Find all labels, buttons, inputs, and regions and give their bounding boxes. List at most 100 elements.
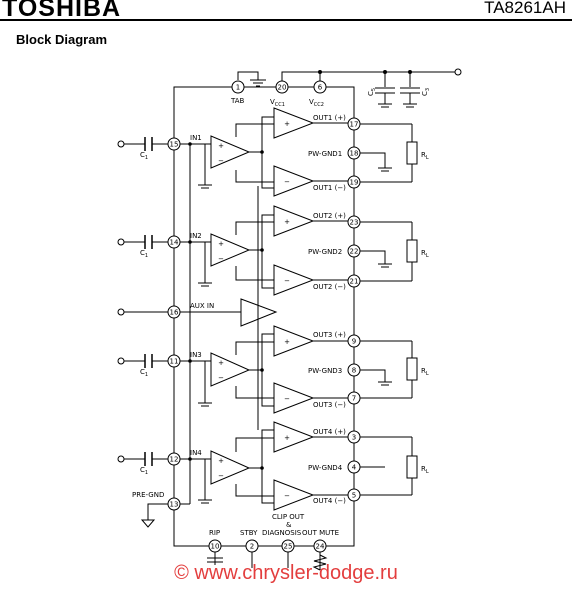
pwgnd2-label: PW-GND2 — [308, 248, 342, 256]
section-title: Block Diagram — [16, 32, 108, 47]
in3-label: IN3 — [190, 351, 202, 359]
pin-vcc1 — [275, 80, 289, 94]
out3m-label: OUT3 (−) — [313, 401, 346, 409]
pwgnd1-label: PW-GND1 — [308, 150, 342, 158]
pin-out2p — [347, 215, 361, 229]
pin-number: 1 — [236, 84, 240, 92]
pin-vcc2 — [313, 80, 327, 94]
amp-polarity-mark: CC2 — [314, 102, 324, 108]
pin-in2 — [167, 235, 181, 249]
pin-rip — [208, 539, 222, 553]
terminal-aux — [117, 308, 125, 316]
pin-pwgnd2 — [347, 244, 361, 258]
amp-polarity-mark: C — [140, 368, 145, 376]
vcc1-label: VCC1 — [270, 98, 285, 108]
amp-polarity-mark: − — [284, 178, 290, 186]
amp-polarity-mark: + — [284, 338, 290, 346]
pin-number: 6 — [318, 84, 323, 92]
in4-label: IN4 — [190, 449, 202, 457]
amp-polarity-mark: − — [284, 277, 290, 285]
c1-label: C1 — [140, 466, 148, 476]
rip-label: RIP — [209, 529, 220, 537]
c3-label: C3 — [421, 88, 431, 96]
pin-number: 19 — [350, 179, 359, 187]
load-resistor-1 — [406, 141, 418, 165]
amp-polarity-mark: + — [284, 120, 290, 128]
amp-polarity-mark: L — [426, 371, 429, 377]
rl-label: RL — [421, 249, 429, 259]
pwgnd3-label: PW-GND3 — [308, 367, 342, 375]
pin-in1 — [167, 137, 181, 151]
pin-number: 16 — [170, 309, 179, 317]
pin-number: 17 — [350, 121, 359, 129]
pin-number: 3 — [352, 434, 356, 442]
clip-label-1: CLIP OUT — [272, 513, 305, 521]
amp-polarity-mark: − — [218, 374, 224, 382]
pin-out1m — [347, 175, 361, 189]
pin-number: 13 — [170, 501, 179, 509]
pin-out3m — [347, 391, 361, 405]
out2m-label: OUT2 (−) — [313, 283, 346, 291]
amp-polarity-mark: C — [367, 91, 375, 96]
pin-in4 — [167, 452, 181, 466]
amp-polarity-mark: CC1 — [275, 102, 285, 108]
amp-polarity-mark: + — [218, 240, 224, 248]
amp-polarity-mark: 1 — [145, 155, 148, 161]
amp-polarity-mark: + — [218, 457, 224, 465]
load-resistor-3 — [406, 357, 418, 381]
load-resistor-4 — [406, 455, 418, 479]
pin-number: 8 — [352, 367, 356, 375]
clip-label-3: DIAGNOSIS — [262, 529, 302, 537]
rl-label: RL — [421, 465, 429, 475]
pin-number: 10 — [211, 543, 220, 551]
brand-logo: TOSHIBA — [2, 0, 122, 22]
in2-label: IN2 — [190, 232, 202, 240]
pin-clip — [281, 539, 295, 553]
pin-pwgnd1 — [347, 146, 361, 160]
header-rule — [0, 19, 572, 21]
terminal-in2 — [117, 238, 125, 246]
amp-polarity-mark: C — [140, 466, 145, 474]
out2p-label: OUT2 (+) — [313, 212, 346, 220]
pin-aux — [167, 305, 181, 319]
preamp-1 — [210, 135, 251, 169]
amp-polarity-mark: 1 — [145, 470, 148, 476]
rl-label: RL — [421, 151, 429, 161]
amp-polarity-mark: 5 — [371, 88, 377, 91]
pin-in3 — [167, 354, 181, 368]
amp-polarity-mark: C — [421, 91, 429, 96]
pin-pwgnd3 — [347, 363, 361, 377]
pin-number: 25 — [284, 543, 293, 551]
amp-polarity-mark: R — [421, 151, 426, 159]
tab-label: TAB — [230, 97, 245, 105]
pin-number: 14 — [170, 239, 179, 247]
pin-out4m — [347, 488, 361, 502]
amp-polarity-mark: R — [421, 249, 426, 257]
amp-polarity-mark: − — [218, 157, 224, 165]
amp-polarity-mark: V — [270, 98, 275, 106]
pin-pwgnd4 — [347, 460, 361, 474]
amp-polarity-mark: − — [218, 472, 224, 480]
aux-label: AUX IN — [190, 302, 214, 310]
pin-pregnd — [167, 497, 181, 511]
amp-polarity-mark: V — [309, 98, 314, 106]
pin-number: 23 — [350, 219, 359, 227]
amp-polarity-mark: + — [284, 218, 290, 226]
stby-label: STBY — [240, 529, 258, 537]
vcc2-label: VCC2 — [309, 98, 324, 108]
watermark: © www.chrysler-dodge.ru — [174, 562, 398, 584]
amp-polarity-mark: L — [426, 469, 429, 475]
amp-polarity-mark: + — [284, 434, 290, 442]
pin-number: 5 — [352, 492, 356, 500]
pin-number: 20 — [278, 84, 287, 92]
rl-label: RL — [421, 367, 429, 377]
in1-label: IN1 — [190, 134, 202, 142]
pwgnd4-label: PW-GND4 — [308, 464, 343, 472]
pin-number: 7 — [352, 395, 356, 403]
amp-polarity-mark: 3 — [425, 88, 431, 91]
vcc-rail — [281, 71, 455, 87]
amp-polarity-mark: 1 — [145, 253, 148, 259]
pin-number: 15 — [170, 141, 179, 149]
c1-label: C1 — [140, 151, 148, 161]
pin-out3p — [347, 334, 361, 348]
